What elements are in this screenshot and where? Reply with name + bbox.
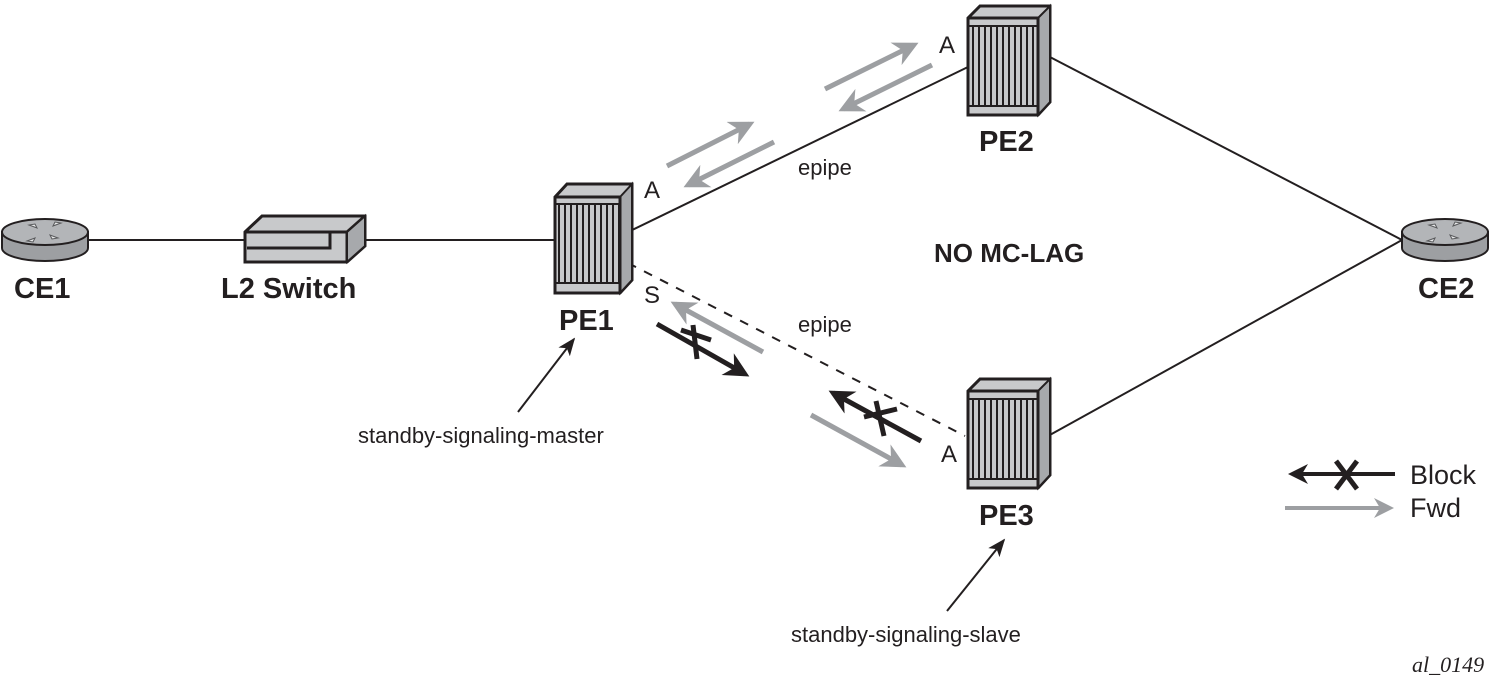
fwd-arrow-icon bbox=[670, 301, 765, 355]
pe2-chassis-icon bbox=[966, 3, 1052, 118]
pe2-port-a-label: A bbox=[939, 32, 955, 59]
pe2-label: PE2 bbox=[979, 126, 1034, 158]
l2-switch-icon bbox=[243, 213, 367, 265]
pe3-label: PE3 bbox=[979, 500, 1034, 532]
callout-arrow-pe3 bbox=[946, 538, 1006, 612]
callout-pe1-label: standby-signaling-master bbox=[358, 423, 604, 448]
pe1-label: PE1 bbox=[559, 305, 614, 337]
block-x-icon bbox=[680, 324, 712, 360]
fwd-arrows-pe1-pe2 bbox=[665, 42, 934, 188]
fwd-arrow-icon bbox=[838, 62, 934, 112]
ce2-label: CE2 bbox=[1418, 273, 1474, 305]
legend-fwd-label: Fwd bbox=[1410, 493, 1461, 523]
figure-id: al_0149 bbox=[1412, 652, 1484, 677]
legend-block-x-icon bbox=[1334, 459, 1359, 491]
legend: Block Fwd bbox=[1285, 459, 1477, 523]
ce1-router-icon bbox=[1, 218, 89, 262]
link-pe1-pe3-epipe bbox=[627, 262, 966, 437]
pe1-chassis-icon bbox=[553, 181, 634, 296]
callout-pe3-label: standby-signaling-slave bbox=[791, 622, 1021, 647]
callout-arrow-pe1 bbox=[517, 337, 576, 413]
ce2-router-icon bbox=[1401, 218, 1489, 262]
ce1-label: CE1 bbox=[14, 273, 70, 305]
l2-switch-label: L2 Switch bbox=[221, 273, 356, 305]
pe3-chassis-icon bbox=[966, 376, 1052, 491]
diagram-title: NO MC-LAG bbox=[934, 238, 1084, 268]
link-pe1-pe2-epipe bbox=[627, 65, 971, 233]
pe3-port-a-label: A bbox=[941, 441, 957, 468]
epipe-pe1-pe3-label: epipe bbox=[798, 312, 852, 337]
block-arrow-icon bbox=[828, 390, 923, 444]
fwd-arrow-icon bbox=[683, 139, 776, 188]
fwd-arrow-icon bbox=[665, 121, 755, 169]
epipe-pe1-pe2-label: epipe bbox=[798, 155, 852, 180]
block-x-icon bbox=[863, 400, 898, 437]
pe1-port-s-label: S bbox=[644, 282, 660, 309]
arrows-pe1-pe3 bbox=[655, 301, 923, 468]
link-pe3-ce2 bbox=[1047, 239, 1403, 437]
pe1-port-a-label: A bbox=[644, 177, 660, 204]
fwd-arrow-icon bbox=[823, 42, 919, 92]
block-arrow-icon bbox=[655, 321, 750, 377]
fwd-arrow-icon bbox=[809, 412, 907, 468]
legend-block-label: Block bbox=[1410, 460, 1477, 490]
link-pe2-ce2 bbox=[1047, 55, 1403, 241]
